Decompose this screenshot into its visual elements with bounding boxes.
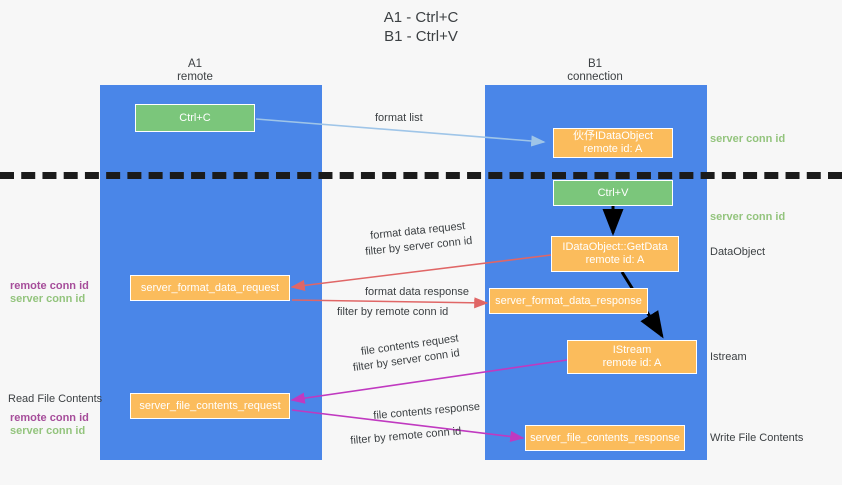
- annotation-istream: Istream: [710, 351, 747, 363]
- annotation-read-file-contents: Read File Contents: [8, 393, 103, 405]
- box-ctrl-c[interactable]: Ctrl+C: [135, 104, 255, 132]
- box-getdata-line1: IDataObject::GetData: [562, 241, 668, 253]
- annotation-dataobject: DataObject: [710, 246, 766, 258]
- title-line-2: B1 - Ctrl+V: [384, 28, 458, 45]
- box-server-file-contents-request[interactable]: server_file_contents_request: [130, 393, 290, 419]
- edge-label-file-contents-response-filter: filter by remote conn id: [350, 424, 462, 448]
- filter-by-text-2: filter by: [337, 306, 376, 318]
- filter-by-text-1: filter by: [364, 242, 405, 259]
- column-a1-name: A1: [187, 58, 203, 70]
- filter-by-text-4: filter by: [349, 431, 390, 448]
- box-idataobject-line1: 伙伃IDataObject: [572, 130, 654, 142]
- phase-separator: [0, 172, 842, 179]
- edge-label-format-list: format list: [375, 112, 423, 124]
- edge-label-file-contents-response: file contents response: [372, 400, 481, 423]
- title-line-1: A1 - Ctrl+C: [383, 9, 459, 26]
- filter-by-text-3: filter by: [352, 356, 393, 375]
- box-ctrl-v[interactable]: Ctrl+V: [553, 180, 673, 206]
- edge-label-format-data-response-filter: filter by remote conn id: [337, 305, 448, 319]
- column-b1-name: B1: [587, 58, 603, 70]
- edge-label-format-data-response: format data response: [365, 286, 469, 298]
- box-idataobject[interactable]: 伙伃IDataObject remote id: A: [553, 128, 673, 158]
- box-getdata-line2: remote id: A: [585, 254, 645, 266]
- remote-conn-id-2: remote conn id: [388, 425, 462, 444]
- box-server-file-contents-response[interactable]: server_file_contents_response: [525, 425, 685, 451]
- annotation-server-conn-id-top: server conn id: [710, 133, 786, 145]
- box-ctrl-c-label: Ctrl+C: [179, 111, 211, 124]
- remote-conn-id-1: remote conn id: [375, 306, 449, 318]
- annotation-server-conn-id-mid: server conn id: [710, 211, 786, 223]
- annotation-server-conn-id-left-1: server conn id: [10, 293, 86, 305]
- column-header-a1: A1 remote: [130, 58, 260, 84]
- box-istream-line2: remote id: A: [602, 357, 662, 369]
- box-server-format-data-response[interactable]: server_format_data_response: [489, 288, 648, 314]
- box-server-file-contents-request-label: server_file_contents_request: [139, 399, 281, 412]
- column-b1-sub: connection: [567, 71, 623, 83]
- box-istream-line1: IStream: [612, 344, 652, 356]
- box-ctrl-v-label: Ctrl+V: [597, 186, 629, 199]
- annotation-server-conn-id-left-2: server conn id: [10, 425, 86, 437]
- box-server-format-data-request-label: server_format_data_request: [140, 281, 280, 294]
- annotation-remote-conn-id-1: remote conn id: [10, 280, 89, 292]
- box-server-format-data-request[interactable]: server_format_data_request: [130, 275, 290, 301]
- box-istream[interactable]: IStream remote id: A: [567, 340, 697, 374]
- column-a1-sub: remote: [177, 71, 213, 83]
- diagram-title: A1 - Ctrl+C B1 - Ctrl+V: [0, 8, 842, 46]
- box-server-file-contents-response-label: server_file_contents_response: [530, 431, 680, 444]
- annotation-remote-conn-id-2: remote conn id: [10, 412, 89, 424]
- annotation-write-file-contents: Write File Contents: [710, 432, 804, 444]
- box-idataobject-getdata[interactable]: IDataObject::GetData remote id: A: [551, 236, 679, 272]
- box-idataobject-line2: remote id: A: [583, 143, 643, 155]
- column-header-b1: B1 connection: [530, 58, 660, 84]
- box-server-format-data-response-label: server_format_data_response: [495, 294, 642, 307]
